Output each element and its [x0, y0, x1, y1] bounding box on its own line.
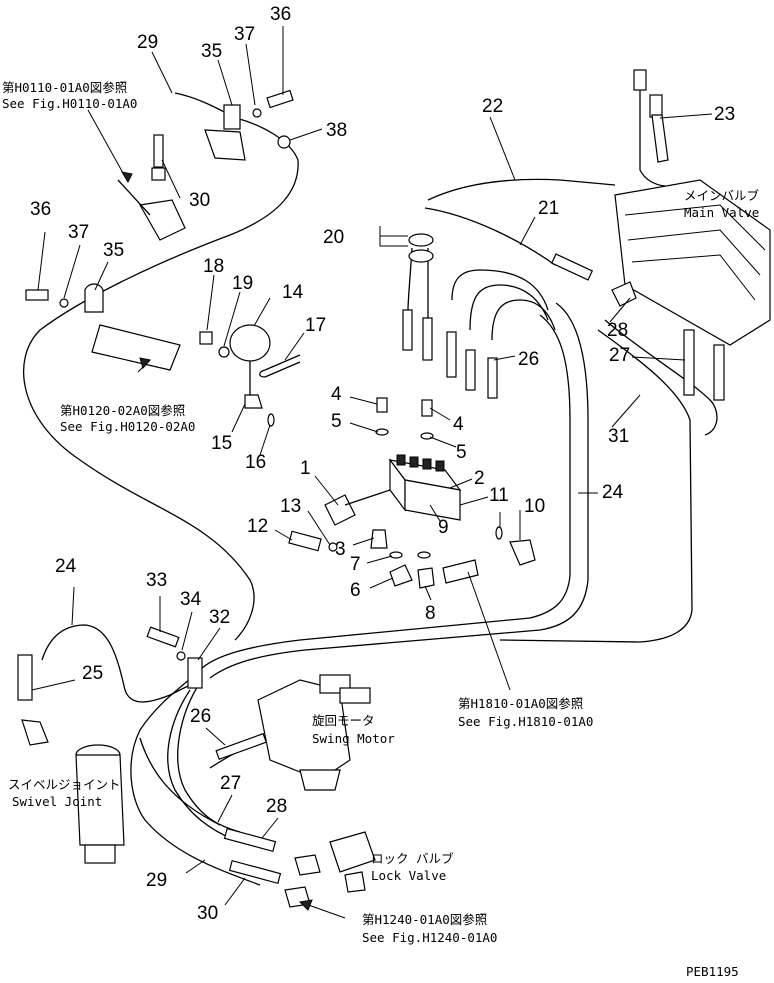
part-number: 31	[608, 426, 629, 447]
part-number: 26	[190, 706, 211, 727]
part-number: 8	[425, 603, 436, 624]
part-number: 34	[180, 589, 202, 610]
fig-ref-h1240-jp: 第H1240-01A0図参照	[362, 912, 487, 927]
parts	[17, 69, 771, 908]
part-number: 28	[266, 796, 287, 817]
part-number: 2	[474, 468, 485, 489]
fig-ref-h1810-jp: 第H1810-01A0図参照	[458, 696, 583, 711]
fig-ref-h0120-en: See Fig.H0120-02A0	[60, 419, 195, 434]
part-number: 4	[453, 414, 464, 435]
lock-valve-label-jp: ロック バルブ	[371, 851, 454, 866]
fig-ref-h0120-jp: 第H0120-02A0図参照	[60, 403, 185, 418]
part-number: 5	[456, 442, 467, 463]
part-number: 29	[137, 32, 158, 53]
fig-ref-h0110-jp: 第H0110-01A0図参照	[2, 80, 127, 95]
part-number: 33	[146, 570, 167, 591]
part-number: 38	[326, 120, 347, 141]
part-number: 37	[234, 24, 255, 45]
swivel-joint-label-en: Swivel Joint	[12, 794, 102, 809]
part-number: 29	[146, 870, 167, 891]
part-number: 30	[189, 190, 210, 211]
part-number: 20	[323, 227, 344, 248]
part-number: 30	[197, 903, 218, 924]
part-number: 17	[305, 315, 326, 336]
part-number: 35	[201, 41, 222, 62]
part-number: 4	[331, 384, 342, 405]
part-number: 24	[602, 482, 624, 503]
part-number: 24	[55, 556, 77, 577]
part-number: 12	[247, 516, 268, 537]
fig-ref-h1810-en: See Fig.H1810-01A0	[458, 714, 593, 729]
part-number: 28	[607, 320, 628, 341]
fig-ref-h1240-en: See Fig.H1240-01A0	[362, 930, 497, 945]
swivel-joint-label-jp: スイベルジョイント	[8, 777, 121, 792]
drawing-code: PEB1195	[686, 964, 739, 979]
swing-motor-label-jp: 旋回モータ	[312, 713, 375, 728]
part-number: 15	[211, 433, 232, 454]
part-number: 18	[203, 256, 224, 277]
swing-motor-label-en: Swing Motor	[312, 731, 395, 746]
fig-ref-h0110-en: See Fig.H0110-01A0	[2, 96, 137, 111]
part-number: 11	[489, 485, 509, 506]
main-valve-label-jp: メインバルブ	[684, 188, 760, 203]
callout-labels: 第H0110-01A0図参照 See Fig.H0110-01A0 第H0120…	[2, 80, 760, 979]
part-number: 13	[280, 496, 301, 517]
part-number-labels: 36 37 35 29 38 30 36 37 35 18 19 14 17 2…	[30, 4, 735, 924]
part-number: 35	[103, 240, 124, 261]
part-number: 27	[220, 773, 241, 794]
part-number: 5	[331, 411, 342, 432]
part-number: 26	[518, 349, 539, 370]
main-valve-label-en: Main Valve	[684, 205, 759, 220]
lock-valve-label-en: Lock Valve	[371, 868, 446, 883]
part-number: 6	[350, 580, 361, 601]
part-number: 22	[482, 96, 503, 117]
hose-lines	[22, 92, 718, 886]
part-number: 9	[438, 517, 449, 538]
part-number: 37	[68, 222, 89, 243]
leader-lines	[31, 26, 713, 919]
part-number: 3	[335, 539, 346, 560]
part-number: 14	[282, 282, 304, 303]
part-number: 32	[209, 607, 230, 628]
part-number: 36	[270, 4, 291, 25]
part-number: 36	[30, 199, 51, 220]
part-number: 7	[350, 554, 361, 575]
part-number: 1	[300, 458, 311, 479]
part-number: 25	[82, 663, 103, 684]
part-number: 23	[714, 104, 735, 125]
part-number: 21	[538, 198, 559, 219]
part-number: 10	[524, 496, 545, 517]
part-number: 27	[609, 345, 630, 366]
part-number: 19	[232, 273, 253, 294]
part-number: 16	[245, 452, 266, 473]
